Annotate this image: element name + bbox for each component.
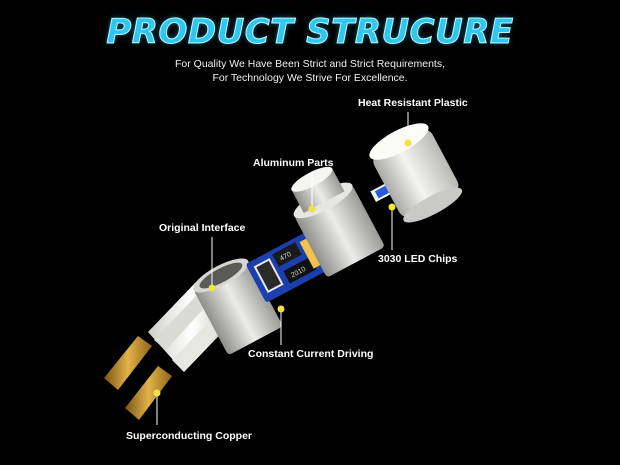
page-title: PRODUCT STRUCURE xyxy=(106,12,514,53)
callout-dots xyxy=(153,139,412,397)
copper-lead-upper xyxy=(104,336,152,390)
dot-heat-resistant-plastic xyxy=(404,139,412,147)
board-marking-resistor: 470 xyxy=(279,251,293,263)
label-constant-current-driving: Constant Current Driving xyxy=(248,348,374,360)
plastic-cap xyxy=(369,123,463,223)
driver-circuit-board: 470 2010 xyxy=(246,230,331,302)
dot-constant-current xyxy=(277,305,285,313)
label-superconducting-copper: Superconducting Copper xyxy=(126,430,252,442)
label-heat-resistant-plastic: Heat Resistant Plastic xyxy=(358,97,468,109)
dot-aluminum-parts xyxy=(308,205,316,213)
dot-original-interface xyxy=(208,284,216,292)
dot-copper xyxy=(153,389,161,397)
label-aluminum-parts: Aluminum Parts xyxy=(253,157,334,169)
leader-lines xyxy=(156,112,409,425)
copper-lead-lower xyxy=(125,366,172,420)
copper-leads xyxy=(104,336,172,420)
tagline-line-2: For Technology We Strive For Excellence. xyxy=(212,72,408,84)
headline-container: PRODUCT STRUCURE xyxy=(0,12,620,53)
tagline-line-1: For Quality We Have Been Strict and Stri… xyxy=(175,58,445,70)
label-led-chips: 3030 LED Chips xyxy=(378,253,458,265)
dot-led-chips xyxy=(388,203,396,211)
label-original-interface: Original Interface xyxy=(159,222,246,234)
